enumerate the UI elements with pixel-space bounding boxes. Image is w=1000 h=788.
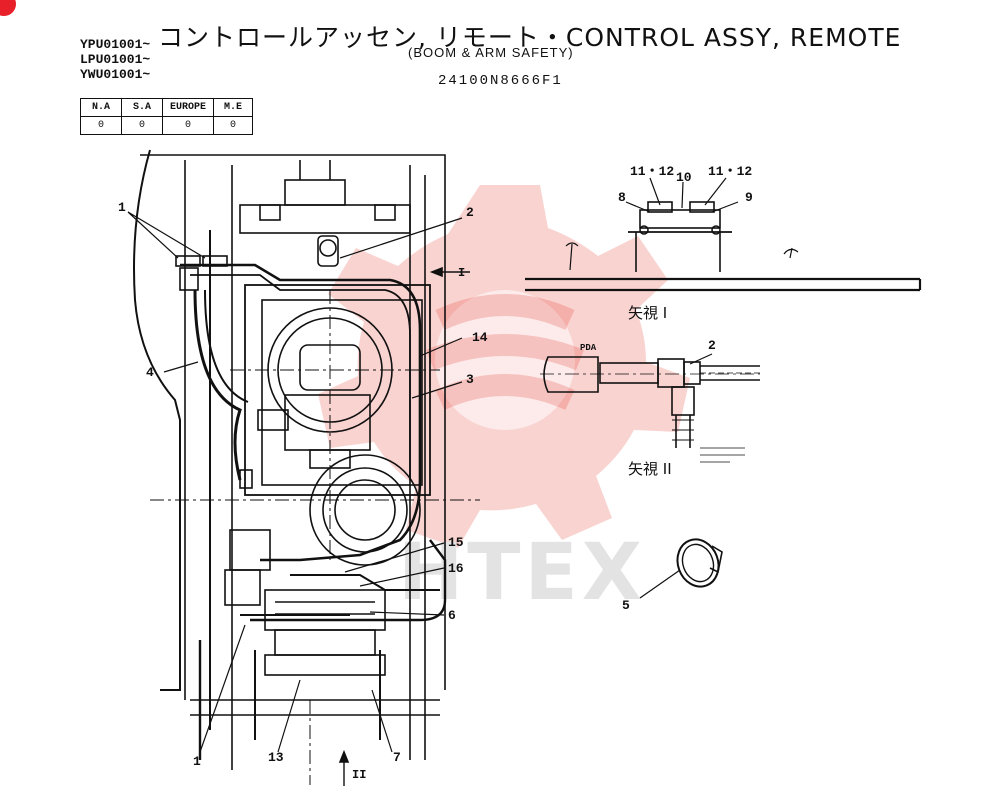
callout-11-12: 11・12: [708, 164, 753, 179]
watermark-text: HTEX: [398, 528, 646, 618]
region-value: 0: [213, 116, 253, 135]
region-applicability-table: N.A S.A EUROPE M.E 0 0 0 0: [80, 98, 253, 135]
serial-range: LPU01001~: [80, 52, 151, 67]
callout-9: 9: [745, 190, 753, 205]
callout-1: 1: [118, 200, 126, 215]
callout-1: 1: [193, 754, 201, 769]
corner-badge: [0, 0, 16, 16]
diagram-subtitle: (BOOM & ARM SAFETY): [408, 45, 574, 60]
callout-5: 5: [622, 598, 630, 613]
callout-16: 16: [448, 561, 464, 576]
callout-14: 14: [472, 330, 488, 345]
view-label-2: 矢視 II: [628, 460, 672, 478]
callout-15: 15: [448, 535, 464, 550]
arrow-label-1: I: [458, 266, 466, 280]
serial-range: YPU01001~: [80, 37, 151, 52]
view-label-1: 矢視 I: [628, 304, 668, 322]
part-number: 24100N8666F1: [438, 73, 563, 89]
serial-range: YWU01001~: [80, 67, 151, 82]
callout-3: 3: [466, 372, 474, 387]
callout-13: 13: [268, 750, 284, 765]
diagram-title: コントロールアッセン, リモート・CONTROL ASSY, REMOTE: [158, 23, 902, 52]
callout-6: 6: [448, 608, 456, 623]
arrow-label-2: II: [352, 768, 367, 782]
callout-10: 10: [676, 170, 692, 185]
callout-4: 4: [146, 365, 154, 380]
callout-7: 7: [393, 750, 401, 765]
callout-8: 8: [618, 190, 626, 205]
callout-2: 2: [466, 205, 474, 220]
callout-2: 2: [708, 338, 716, 353]
port-tag: PDA: [580, 343, 597, 353]
callout-11-12: 11・12: [630, 164, 675, 179]
region-value: 0: [80, 116, 122, 135]
